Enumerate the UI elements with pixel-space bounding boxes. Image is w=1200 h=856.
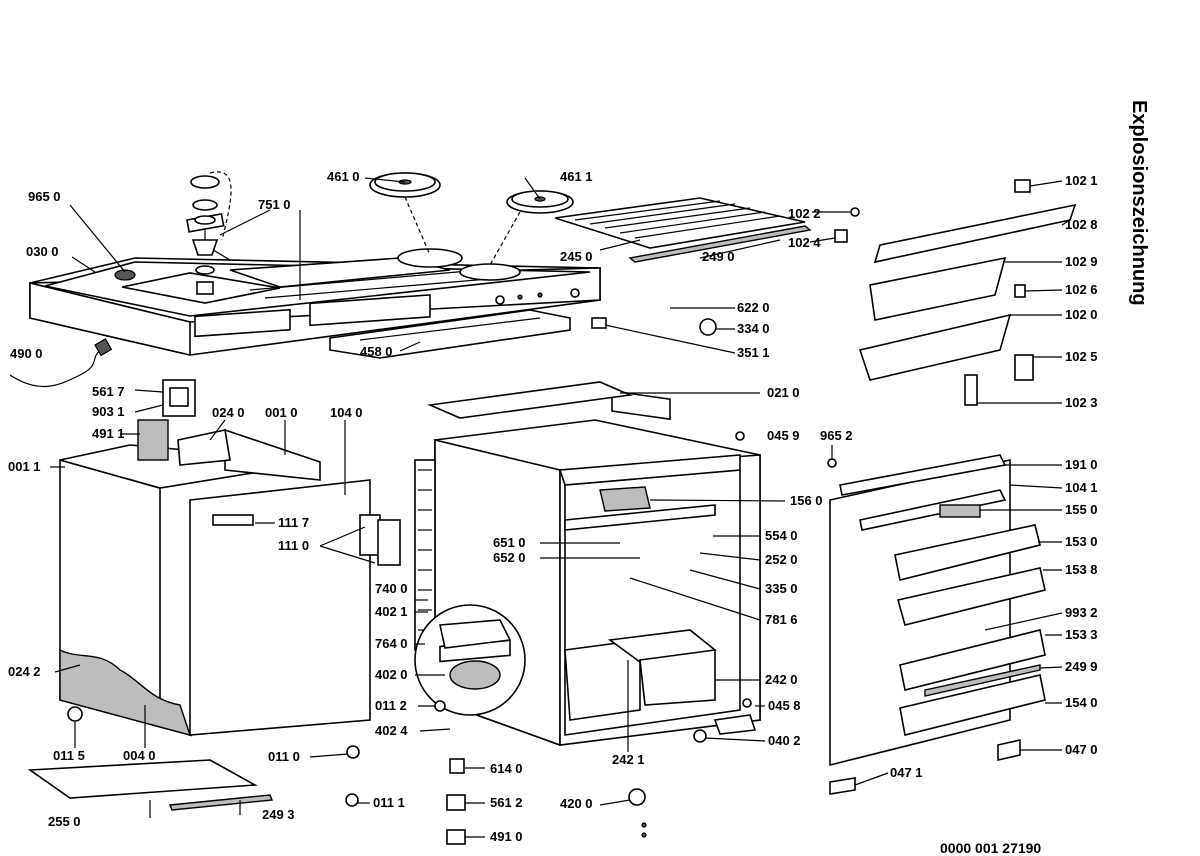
part-label: 154 0 <box>1065 695 1098 710</box>
part-label: 351 1 <box>737 345 770 360</box>
thermostat-parts <box>591 317 717 421</box>
part-label: 335 0 <box>765 581 798 596</box>
part-label: 249 9 <box>1065 659 1098 674</box>
part-label: 491 1 <box>92 426 125 441</box>
part-label: 461 1 <box>560 169 593 184</box>
part-label: 011 5 <box>53 748 85 763</box>
part-label: 740 0 <box>375 581 408 596</box>
part-label: 004 0 <box>123 748 156 763</box>
part-label: 102 2 <box>788 206 821 221</box>
part-label: 011 2 <box>375 698 407 713</box>
part-label: 104 0 <box>330 405 363 420</box>
part-label: 047 0 <box>1065 742 1098 757</box>
part-label: 903 1 <box>92 404 125 419</box>
freezer-door-parts <box>735 179 1077 708</box>
part-label: 491 0 <box>490 829 523 844</box>
part-label: 153 0 <box>1065 534 1098 549</box>
part-label: 045 8 <box>768 698 801 713</box>
part-label: 965 2 <box>820 428 853 443</box>
part-label: 102 9 <box>1065 254 1098 269</box>
part-label: 102 3 <box>1065 395 1098 410</box>
part-label: 561 7 <box>92 384 125 399</box>
part-label: 242 1 <box>612 752 645 767</box>
part-label: 764 0 <box>375 636 408 651</box>
part-label: 652 0 <box>493 550 526 565</box>
small-parts <box>27 700 757 845</box>
part-label: 249 3 <box>262 807 295 822</box>
part-label: 011 1 <box>373 795 405 810</box>
part-label: 011 0 <box>268 749 300 764</box>
drain-assembly <box>114 171 232 295</box>
part-label: 021 0 <box>767 385 800 400</box>
part-label: 001 0 <box>265 405 298 420</box>
part-label: 102 0 <box>1065 307 1098 322</box>
part-label: 040 2 <box>768 733 801 748</box>
part-label: 402 4 <box>375 723 408 738</box>
part-label: 781 6 <box>765 612 798 627</box>
worktop <box>29 248 601 357</box>
part-label: 102 1 <box>1065 173 1098 188</box>
diagram-title: Explosionszeichnung <box>1128 100 1150 306</box>
compressor-detail <box>414 604 526 716</box>
part-label: 024 2 <box>8 664 41 679</box>
part-label: 622 0 <box>737 300 770 315</box>
part-label: 461 0 <box>327 169 360 184</box>
shelf-grid <box>554 197 812 263</box>
part-label: 102 8 <box>1065 217 1098 232</box>
part-label: 255 0 <box>48 814 81 829</box>
part-label: 153 3 <box>1065 627 1098 642</box>
hot-plates <box>369 172 574 266</box>
part-label: 191 0 <box>1065 457 1098 472</box>
part-label: 111 7 <box>278 515 310 530</box>
part-label: 614 0 <box>490 761 523 776</box>
part-label: 402 0 <box>375 667 408 682</box>
part-label: 102 5 <box>1065 349 1098 364</box>
part-label: 155 0 <box>1065 502 1098 517</box>
part-label: 001 1 <box>8 459 41 474</box>
part-label: 045 9 <box>767 428 800 443</box>
part-label: 245 0 <box>560 249 593 264</box>
part-label: 242 0 <box>765 672 798 687</box>
part-label: 402 1 <box>375 604 408 619</box>
part-label: 490 0 <box>10 346 43 361</box>
part-label: 993 2 <box>1065 605 1098 620</box>
part-label: 102 6 <box>1065 282 1098 297</box>
part-label: 651 0 <box>493 535 526 550</box>
bar-021 <box>427 381 633 419</box>
leader-lines <box>50 177 1071 838</box>
part-label: 420 0 <box>560 796 593 811</box>
part-label: 030 0 <box>26 244 59 259</box>
cabinet-housing <box>59 419 321 737</box>
part-label: 561 2 <box>490 795 523 810</box>
part-label: 334 0 <box>737 321 770 336</box>
part-label: 111 0 <box>278 538 310 553</box>
power-cable <box>9 349 101 388</box>
part-label: 458 0 <box>360 344 393 359</box>
part-label: 047 1 <box>890 765 923 780</box>
part-label: 554 0 <box>765 528 798 543</box>
part-label: 249 0 <box>702 249 735 264</box>
part-label: 153 8 <box>1065 562 1098 577</box>
part-label: 156 0 <box>790 493 823 508</box>
part-label: 104 1 <box>1065 480 1098 495</box>
part-label: 024 0 <box>212 405 245 420</box>
part-label: 965 0 <box>28 189 61 204</box>
part-label: 102 4 <box>788 235 821 250</box>
document-number: 0000 001 27190 <box>940 840 1042 856</box>
crisper-drawers <box>564 629 717 721</box>
part-label: 751 0 <box>258 197 291 212</box>
right-door <box>829 454 1046 795</box>
part-label: 252 0 <box>765 552 798 567</box>
